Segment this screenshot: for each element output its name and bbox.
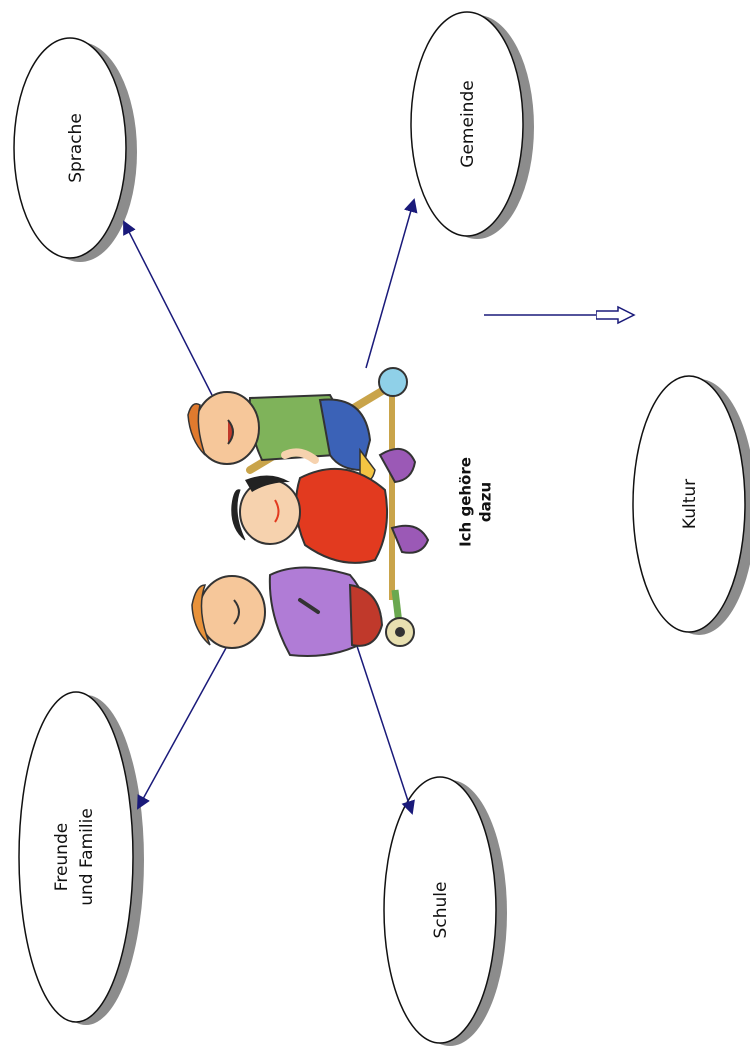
center-label-line1: Ich gehöre (457, 457, 475, 547)
node-label-kultur: Kultur (680, 479, 700, 529)
center-label-line2: dazu (477, 482, 495, 522)
node-label-schule: Schule (431, 882, 451, 939)
arrow-to-freunde-familie (137, 647, 227, 810)
node-kultur: Kultur (632, 375, 750, 635)
node-gemeinde: Gemeinde (410, 11, 534, 239)
node-freunde-familie: Freunde und Familie (18, 691, 144, 1025)
node-label-freunde: Freunde (52, 823, 72, 891)
arrow-to-schule (354, 639, 415, 815)
node-sprache: Sprache (13, 37, 137, 262)
node-label-sprache: Sprache (66, 113, 86, 183)
node-schule: Schule (383, 776, 507, 1046)
arrow-to-sprache (123, 220, 213, 396)
node-label-gemeinde: Gemeinde (458, 80, 478, 167)
node-label-und-familie: und Familie (77, 808, 97, 906)
arrow-to-gemeinde (365, 198, 418, 369)
children-playing-icon (187, 367, 430, 657)
